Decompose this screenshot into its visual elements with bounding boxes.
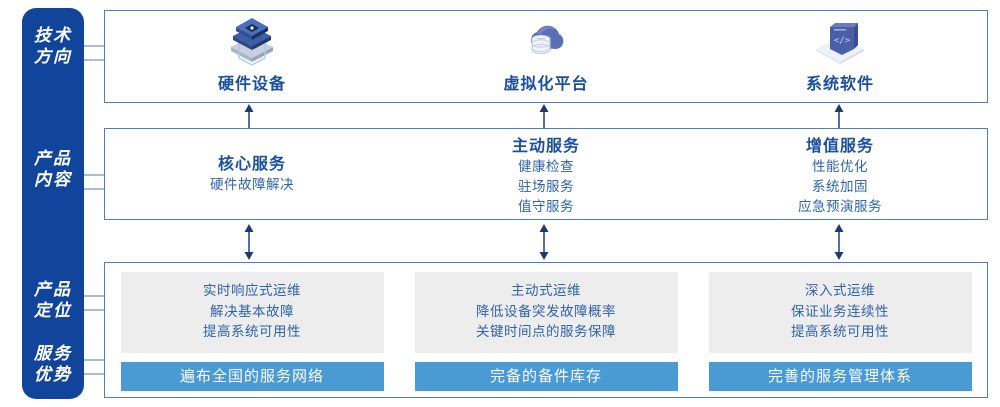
- cloud-database-icon: [515, 18, 577, 68]
- arrow-up-hardware: [242, 104, 256, 128]
- tech-item-system-software[interactable]: </> 系统软件: [693, 11, 987, 102]
- tech-item-hardware[interactable]: 硬件设备: [105, 11, 399, 102]
- positioning-box: 实时响应式运维 解决基本故障 提高系统可用性: [120, 272, 384, 353]
- positioning-line: 关键时间点的服务保障: [476, 324, 616, 339]
- product-item-line: 驻场服务: [517, 179, 574, 194]
- positioning-line: 解决基本故障: [210, 303, 294, 319]
- product-item-line: 应急预演服务: [798, 199, 882, 214]
- product-item-core-service[interactable]: 核心服务 硬件故障解决: [105, 129, 399, 219]
- laptop-code-icon: </>: [809, 18, 871, 68]
- product-item-line: 系统加固: [812, 179, 868, 194]
- positioning-line: 保证业务连续性: [791, 303, 889, 319]
- positioning-line: 提高系统可用性: [203, 324, 301, 339]
- product-item-title: 主动服务: [511, 138, 580, 155]
- bottom-item-proactive[interactable]: 主动式运维 降低设备突发故障概率 关键时间点的服务保障 完备的备件库存: [399, 263, 693, 397]
- rail-label-service-advantage: 服务 优势: [34, 344, 72, 384]
- technology-direction-panel: 硬件设备 虚拟化平台: [104, 10, 988, 103]
- product-item-line: 值守服务: [517, 199, 574, 214]
- arrow-updown-core: [242, 224, 256, 260]
- advantage-badge[interactable]: 遍布全国的服务网络: [120, 361, 384, 391]
- svg-text:</>: </>: [834, 36, 851, 46]
- positioning-line: 降低设备突发故障概率: [476, 303, 616, 319]
- bottom-item-realtime[interactable]: 实时响应式运维 解决基本故障 提高系统可用性 遍布全国的服务网络: [105, 263, 399, 397]
- product-item-title: 增值服务: [805, 138, 874, 155]
- tech-item-virtualization[interactable]: 虚拟化平台: [399, 11, 693, 102]
- category-rail: [22, 8, 84, 399]
- arrow-updown-proactive: [537, 224, 551, 260]
- advantage-badge[interactable]: 完善的服务管理体系: [708, 361, 972, 391]
- positioning-box: 深入式运维 保证业务连续性 提高系统可用性: [708, 272, 972, 353]
- tech-item-label: 虚拟化平台: [503, 76, 589, 93]
- rail-label-product-content: 产品 内容: [34, 149, 72, 189]
- positioning-line: 深入式运维: [805, 283, 875, 298]
- product-content-panel: 核心服务 硬件故障解决 主动服务 健康检查 驻场服务 值守服务 增值服务 性能优…: [104, 128, 988, 220]
- arrow-up-virtualization: [537, 104, 551, 128]
- bottom-item-indepth[interactable]: 深入式运维 保证业务连续性 提高系统可用性 完善的服务管理体系: [693, 263, 987, 397]
- positioning-line: 主动式运维: [511, 283, 581, 298]
- positioning-line: 提高系统可用性: [791, 324, 889, 339]
- arrow-up-system-software: [832, 104, 846, 128]
- server-stack-icon: [221, 18, 283, 68]
- positioning-advantage-panel: 实时响应式运维 解决基本故障 提高系统可用性 遍布全国的服务网络 主动式运维 降…: [104, 262, 988, 398]
- product-item-proactive-service[interactable]: 主动服务 健康检查 驻场服务 值守服务: [399, 129, 693, 219]
- tech-item-label: 系统软件: [805, 76, 874, 93]
- product-item-line: 性能优化: [812, 159, 868, 174]
- product-item-value-added-service[interactable]: 增值服务 性能优化 系统加固 应急预演服务: [693, 129, 987, 219]
- rail-label-product-positioning: 产品 定位: [34, 280, 72, 320]
- rail-label-technology-direction: 技术 方向: [34, 26, 72, 66]
- advantage-badge[interactable]: 完备的备件库存: [414, 361, 678, 391]
- arrow-updown-value-added: [832, 224, 846, 260]
- product-item-line: 硬件故障解决: [210, 177, 294, 192]
- product-item-line: 健康检查: [517, 159, 574, 174]
- positioning-box: 主动式运维 降低设备突发故障概率 关键时间点的服务保障: [414, 272, 678, 353]
- product-item-title: 核心服务: [217, 156, 286, 173]
- tech-item-label: 硬件设备: [217, 76, 286, 93]
- positioning-line: 实时响应式运维: [203, 283, 301, 298]
